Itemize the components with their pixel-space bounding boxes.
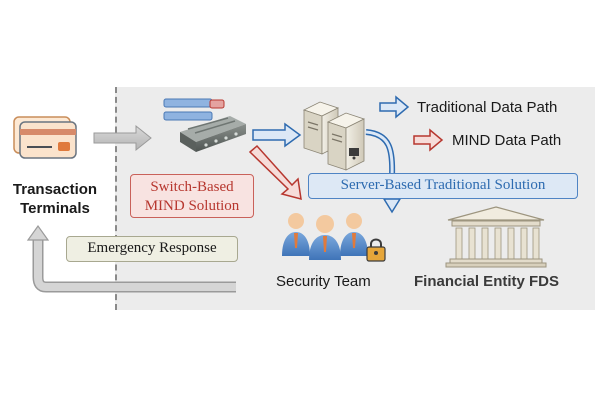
server-rack-icon [302,101,366,171]
emergency-response-box: Emergency Response [66,236,238,262]
switch-box-line1: Switch-Based [150,179,234,195]
traditional-path-arrow-switch [252,122,302,148]
switch-based-solution-box: Switch-Based MIND Solution [130,174,254,218]
legend-mind-label: MIND Data Path [452,132,562,149]
security-team-icon [282,213,368,260]
emergency-return-arrow [26,224,236,293]
server-based-solution-box: Server-Based Traditional Solution [308,173,578,199]
traditional-path-arrow-curve [365,129,402,214]
panel-divider [115,87,117,310]
legend-traditional-arrow [379,95,410,119]
switch-box-line2: MIND Solution [144,198,240,214]
lock-icon [366,238,386,262]
bank-building-icon [445,206,547,268]
financial-fds-label: Financial Entity FDS [414,273,560,290]
terminals-label-line2: Terminals [20,200,90,217]
terminals-label-line1: Transaction [12,181,98,198]
terminals-label: Transaction Terminals [0,180,110,218]
emergency-label: Emergency Response [87,240,217,256]
terminal-to-switch-arrow [93,124,152,152]
legend-mind-arrow [413,128,444,152]
network-switch-icon [163,98,246,152]
mind-path-arrow [248,144,302,201]
server-box-label: Server-Based Traditional Solution [340,177,546,193]
security-team-label: Security Team [276,273,371,290]
credit-card-terminal-icon [13,116,77,159]
legend-traditional-label: Traditional Data Path [417,99,558,116]
